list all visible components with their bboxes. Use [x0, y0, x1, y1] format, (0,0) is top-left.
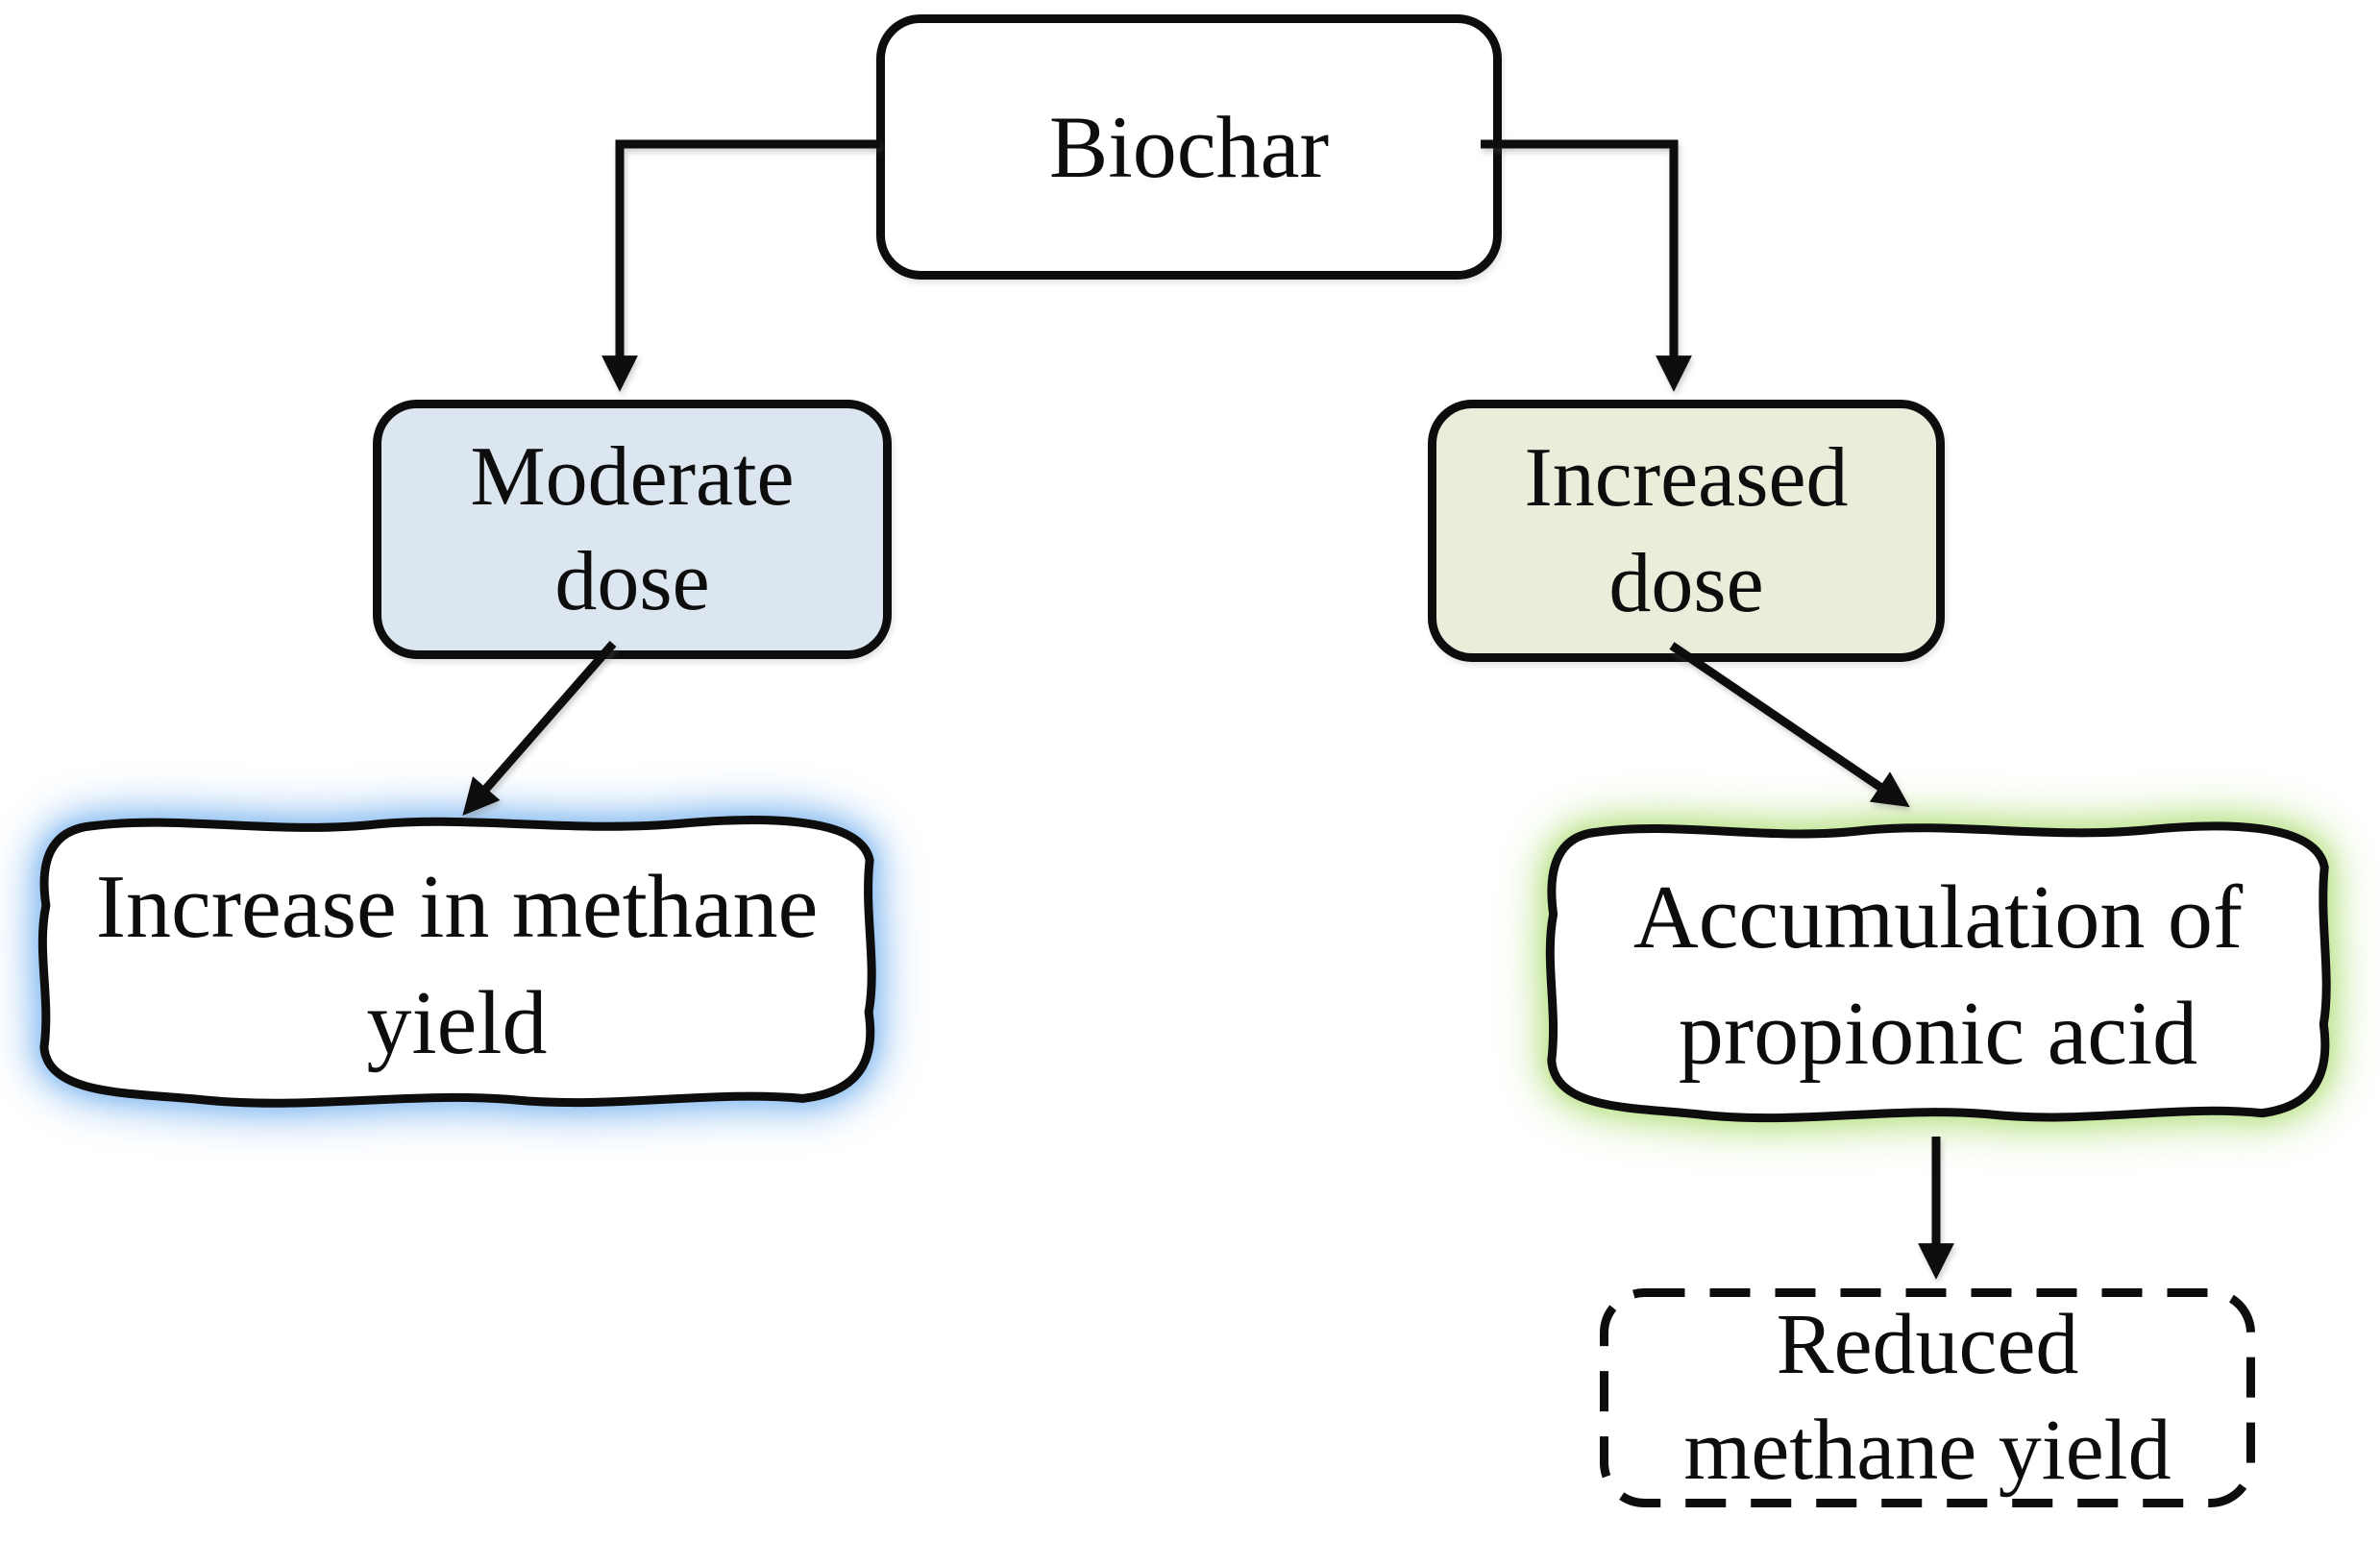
- node-propionic-accumulation-line1: Accumulation of: [1632, 868, 2244, 968]
- node-methane-increase-line2: yield: [366, 972, 548, 1073]
- edge-increased-propionic: [1669, 642, 1910, 808]
- edge-biochar-moderate: [601, 139, 880, 392]
- node-moderate-dose-line2: dose: [554, 535, 710, 628]
- node-moderate-dose: Moderate dose: [373, 400, 892, 659]
- node-reduced-methane: Reduced methane yield: [1599, 1287, 2256, 1508]
- node-reduced-methane-line1: Reduced: [1776, 1297, 2079, 1393]
- node-increased-dose-line2: dose: [1608, 536, 1764, 630]
- wavy-border-green: [1535, 815, 2341, 1137]
- node-increased-dose: Increased dose: [1428, 400, 1945, 662]
- node-increased-dose-line1: Increased: [1524, 431, 1849, 526]
- node-methane-increase-line1: Increase in methane: [95, 857, 819, 958]
- node-moderate-dose-line1: Moderate: [470, 429, 795, 524]
- edge-biochar-increased: [1481, 139, 1692, 392]
- node-biochar: Biochar: [876, 14, 1502, 280]
- wavy-border-blue: [27, 809, 887, 1121]
- node-methane-increase: Increase in methane yield: [27, 809, 887, 1121]
- node-reduced-methane-line2: methane yield: [1683, 1403, 2171, 1498]
- edge-moderate-methane-increase: [462, 641, 617, 817]
- node-propionic-accumulation: Accumulation of propionic acid: [1535, 815, 2341, 1137]
- node-biochar-label: Biochar: [1048, 98, 1330, 196]
- node-propionic-accumulation-line2: propionic acid: [1678, 983, 2198, 1084]
- dashed-border: [1600, 1288, 2255, 1507]
